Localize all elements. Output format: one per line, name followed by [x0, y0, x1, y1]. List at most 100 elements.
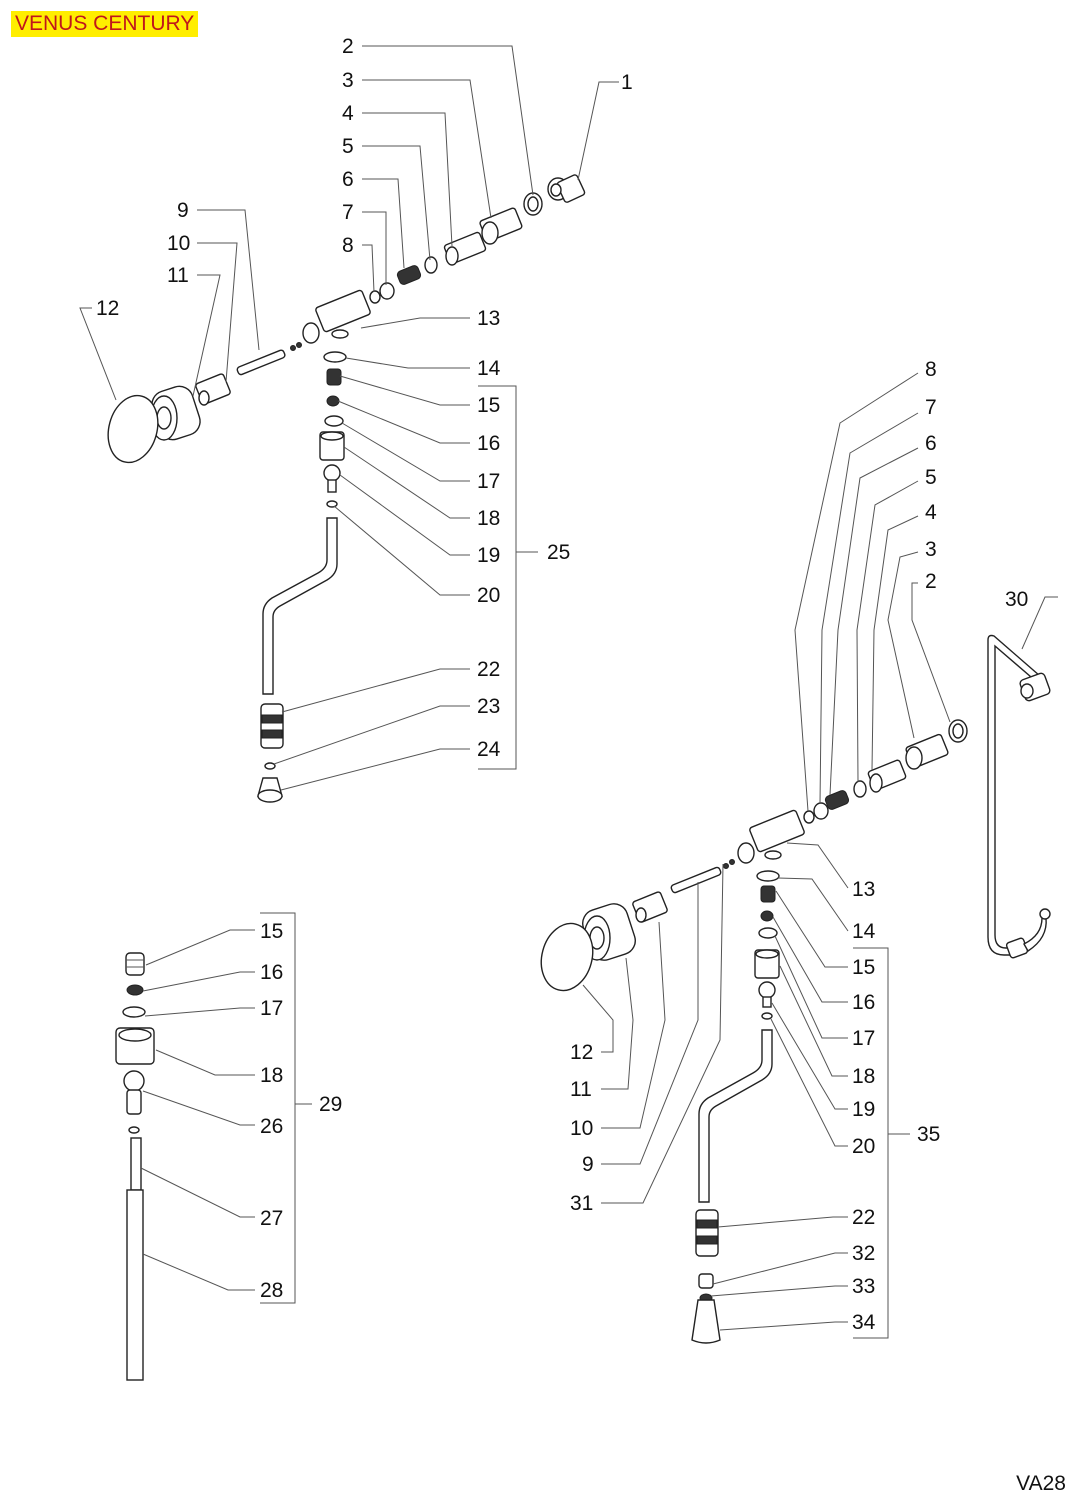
part-23-oring[interactable] — [264, 762, 276, 770]
part-11-knob[interactable] — [579, 900, 639, 964]
callout-2: 2 — [342, 35, 354, 58]
part-5-washer[interactable] — [853, 780, 867, 798]
callout-5: 5 — [925, 466, 937, 489]
part-12-cap[interactable] — [101, 390, 165, 468]
lower-left-assembly: 15 16 17 18 26 27 28 29 — [115, 912, 342, 1381]
part-2-nut[interactable] — [948, 719, 968, 743]
part-13-valve-body[interactable] — [302, 289, 371, 344]
part-17-washer[interactable] — [758, 927, 778, 939]
part-18-nut[interactable] — [115, 1027, 155, 1065]
callout-3: 3 — [342, 69, 354, 92]
callout-15: 15 — [477, 394, 500, 417]
callout-13: 13 — [852, 878, 875, 901]
part-24-nozzle[interactable] — [257, 777, 283, 803]
part-30-pipe[interactable] — [987, 634, 1051, 959]
part-2-nut[interactable] — [523, 192, 543, 216]
drawing-code: VA28 — [1016, 1472, 1066, 1495]
callout-28: 28 — [260, 1279, 283, 1302]
callout-16: 16 — [852, 991, 875, 1014]
part-28-tube[interactable] — [126, 1189, 144, 1381]
callout-9: 9 — [177, 199, 189, 222]
callout-11: 11 — [167, 264, 189, 287]
callout-34: 34 — [852, 1311, 876, 1334]
callout-33: 33 — [852, 1275, 875, 1298]
part-8-washer[interactable] — [369, 290, 381, 304]
callout-6: 6 — [342, 168, 354, 191]
part-17-washer[interactable] — [324, 415, 344, 427]
part-20-oring[interactable] — [761, 1012, 773, 1020]
callout-15: 15 — [260, 920, 283, 943]
part-7-nut[interactable] — [379, 282, 395, 300]
pipe-assembly: 30 — [987, 588, 1058, 959]
part-18-nut[interactable] — [319, 431, 345, 461]
title-badge: VENUS CENTURY — [11, 11, 199, 37]
callout-20: 20 — [852, 1135, 875, 1158]
part-16-seat[interactable] — [760, 910, 774, 922]
part-11-knob[interactable] — [148, 383, 203, 444]
part-8-washer[interactable] — [803, 810, 815, 824]
part-18-nut[interactable] — [754, 949, 780, 979]
part-13-valve-body[interactable] — [737, 809, 805, 864]
part-5-washer[interactable] — [424, 256, 438, 274]
callout-17: 17 — [260, 997, 283, 1020]
callout-8: 8 — [342, 234, 354, 257]
callout-19: 19 — [852, 1098, 875, 1121]
callout-31: 31 — [570, 1192, 593, 1215]
part-19-ball[interactable] — [323, 464, 341, 493]
part-10-nut[interactable] — [195, 373, 231, 406]
part-9-pin[interactable] — [236, 342, 302, 376]
part-32-fitting[interactable] — [698, 1273, 714, 1289]
part-10-nut[interactable] — [632, 891, 668, 923]
callout-16: 16 — [260, 961, 283, 984]
part-4-fitting[interactable] — [867, 759, 907, 793]
part-26-ball-valve[interactable] — [123, 1070, 145, 1115]
part-27-rod[interactable] — [130, 1137, 142, 1191]
callout-17: 17 — [477, 470, 500, 493]
part-3-fitting[interactable] — [479, 207, 523, 245]
part-22-coupling[interactable] — [260, 703, 284, 749]
part-16-seat[interactable] — [326, 395, 340, 407]
part-oring[interactable] — [128, 1126, 140, 1134]
callout-27: 27 — [260, 1207, 283, 1230]
callout-30: 30 — [1005, 588, 1028, 611]
part-4-fitting[interactable] — [443, 231, 487, 266]
callout-26: 26 — [260, 1115, 283, 1138]
callout-12: 12 — [96, 297, 119, 320]
part-9-pin[interactable] — [670, 859, 735, 894]
callout-10: 10 — [167, 232, 190, 255]
part-20-oring[interactable] — [326, 500, 338, 508]
callout-29: 29 — [319, 1093, 342, 1116]
part-17-washer[interactable] — [122, 1006, 146, 1018]
right-assembly: 8 7 6 5 4 3 2 13 14 15 16 17 18 19 20 12… — [534, 358, 968, 1344]
part-21-tube[interactable] — [698, 1029, 773, 1203]
upper-left-assembly: 2 3 4 5 6 7 8 1 9 10 11 12 13 14 15 16 1… — [79, 35, 633, 803]
callout-35: 35 — [917, 1123, 940, 1146]
part-7-nut[interactable] — [813, 802, 829, 820]
part-16-seat[interactable] — [126, 984, 144, 996]
callout-18: 18 — [477, 507, 500, 530]
callout-4: 4 — [342, 102, 354, 125]
callout-6: 6 — [925, 432, 937, 455]
part-15-spring[interactable] — [326, 368, 342, 386]
part-34-nozzle-cap[interactable] — [691, 1299, 721, 1344]
part-21-tube[interactable] — [262, 517, 338, 695]
part-14-oring[interactable] — [323, 351, 347, 363]
part-15-spring[interactable] — [125, 952, 145, 976]
callout-22: 22 — [852, 1206, 875, 1229]
callout-14: 14 — [477, 357, 501, 380]
part-3-fitting[interactable] — [905, 733, 949, 770]
callout-10: 10 — [570, 1117, 593, 1140]
part-6-spring[interactable] — [396, 264, 422, 285]
callout-8: 8 — [925, 358, 937, 381]
part-19-ball[interactable] — [758, 981, 776, 1008]
part-12-cap[interactable] — [534, 918, 600, 997]
part-1-swivel-fitting[interactable] — [547, 174, 586, 203]
part-6-spring[interactable] — [824, 789, 850, 810]
callout-17: 17 — [852, 1027, 875, 1050]
part-15-spring[interactable] — [760, 885, 776, 903]
part-14-oring[interactable] — [756, 870, 780, 882]
part-22-coupling[interactable] — [695, 1209, 719, 1257]
callout-14: 14 — [852, 920, 876, 943]
callout-15: 15 — [852, 956, 875, 979]
